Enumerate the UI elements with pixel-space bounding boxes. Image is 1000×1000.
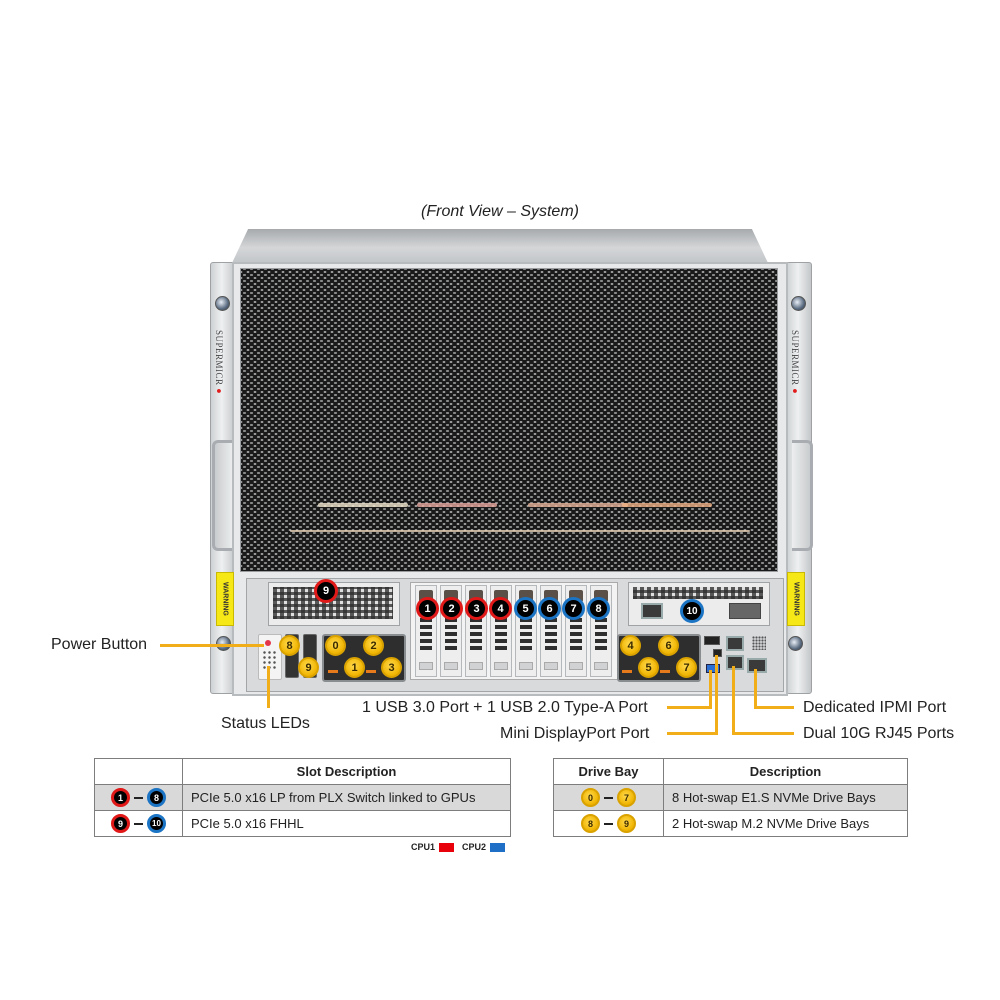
drive-badge: 0 — [581, 788, 600, 807]
slot-badge-4: 4 — [489, 597, 512, 620]
leader-line — [267, 666, 270, 708]
table-row: 8 9 2 Hot-swap M.2 NVMe Drive Bays — [553, 810, 908, 837]
drive-description: 2 Hot-swap M.2 NVMe Drive Bays — [663, 810, 908, 837]
mesh-highlight — [528, 503, 628, 507]
screw-icon — [216, 636, 231, 651]
server-front-view: SUPERMICR● SUPERMICR● WARNING WARNING 9 … — [210, 229, 813, 696]
leader-line — [732, 732, 794, 735]
left-handle[interactable] — [212, 440, 233, 551]
leader-line — [754, 706, 794, 709]
slot-badge: 1 — [111, 788, 130, 807]
slot-badge-8: 8 — [587, 597, 610, 620]
chassis-top-lid — [232, 229, 768, 263]
usb-label: 1 USB 3.0 Port + 1 USB 2.0 Type-A Port — [362, 699, 648, 716]
slot-badge-2: 2 — [440, 597, 463, 620]
table-header: Description — [663, 758, 908, 785]
leader-line — [667, 706, 712, 709]
slot-badge-6: 6 — [538, 597, 561, 620]
mini-displayport-label: Mini DisplayPort Port — [500, 725, 650, 742]
slot-range: 1 8 — [103, 788, 174, 807]
power-button-label: Power Button — [51, 636, 148, 653]
slot-badge-7: 7 — [562, 597, 585, 620]
status-leds-label: Status LEDs — [221, 715, 310, 732]
power-button[interactable] — [265, 640, 271, 646]
ipmi-port[interactable] — [747, 658, 767, 673]
drive-badge-7: 7 — [676, 657, 697, 678]
drive-badge-8: 8 — [279, 635, 300, 656]
screw-icon — [215, 296, 230, 311]
drive-badge-1: 1 — [344, 657, 365, 678]
drive-badge-9: 9 — [298, 657, 319, 678]
drive-activity-led — [328, 670, 338, 673]
pcie-slot-group — [410, 582, 618, 680]
slot-badge-5: 5 — [514, 597, 537, 620]
table-row: 9 10 PCIe 5.0 x16 FHHL — [94, 810, 511, 837]
drive-activity-led — [622, 670, 632, 673]
drive-badge-4: 4 — [620, 635, 641, 656]
ipmi-label: Dedicated IPMI Port — [803, 699, 947, 716]
usb-2-port[interactable] — [704, 636, 720, 645]
slot-badge-1: 1 — [416, 597, 439, 620]
drive-badge-3: 3 — [381, 657, 402, 678]
drive-badge-5: 5 — [638, 657, 659, 678]
slot-badge-10: 10 — [680, 599, 704, 623]
mesh-highlight — [417, 503, 497, 507]
cpu-legend: CPU1 CPU2 — [411, 842, 506, 852]
cpu1-swatch — [439, 842, 455, 852]
screw-icon — [788, 636, 803, 651]
rj45-10g-port-2[interactable] — [726, 655, 744, 670]
brand-logo-right: SUPERMICR● — [790, 330, 800, 397]
slot-badge: 8 — [147, 788, 166, 807]
leader-line — [709, 670, 712, 708]
drive-badge: 9 — [617, 814, 636, 833]
status-leds — [262, 650, 276, 670]
rj45-10g-port-1[interactable] — [726, 636, 744, 651]
leader-line — [715, 655, 718, 734]
drive-range: 0 7 — [562, 788, 655, 807]
right-handle[interactable] — [792, 440, 813, 551]
drive-description: 8 Hot-swap E1.S NVMe Drive Bays — [663, 784, 908, 811]
drive-badge-2: 2 — [363, 635, 384, 656]
leader-line — [754, 669, 757, 708]
mesh-highlight — [318, 503, 408, 507]
slot-badge: 9 — [111, 814, 130, 833]
vent-grid — [752, 636, 766, 650]
drive-badge-0: 0 — [325, 635, 346, 656]
leader-line — [160, 644, 264, 647]
drive-badge-6: 6 — [658, 635, 679, 656]
table-row: 1 8 PCIe 5.0 x16 LP from PLX Switch link… — [94, 784, 511, 811]
drive-badge: 7 — [617, 788, 636, 807]
legend-label: CPU2 — [462, 842, 487, 852]
table-header — [94, 758, 183, 785]
drive-range: 8 9 — [562, 814, 655, 833]
front-mesh-grille — [240, 268, 778, 572]
slot-description-table: Slot Description 1 8 PCIe 5.0 x16 LP fro… — [94, 758, 511, 837]
leader-line — [732, 666, 735, 734]
drive-badge: 8 — [581, 814, 600, 833]
leader-line — [667, 732, 718, 735]
slot-description: PCIe 5.0 x16 FHHL — [182, 810, 511, 837]
usb-3-port[interactable] — [706, 664, 720, 673]
table-header: Drive Bay — [553, 758, 664, 785]
slot-description: PCIe 5.0 x16 LP from PLX Switch linked t… — [182, 784, 511, 811]
cpu2-swatch — [490, 842, 506, 852]
drive-activity-led — [660, 670, 670, 673]
drive-bay-table: Drive Bay Description 0 7 8 Hot-swap E1.… — [553, 758, 908, 837]
table-header: Slot Description — [182, 758, 511, 785]
drive-activity-led — [366, 670, 376, 673]
slot-badge-3: 3 — [465, 597, 488, 620]
mesh-highlight — [290, 530, 750, 532]
warning-label-left: WARNING — [216, 572, 234, 626]
mesh-highlight — [622, 503, 712, 507]
slot-range: 9 10 — [103, 814, 174, 833]
rj45-label: Dual 10G RJ45 Ports — [803, 725, 955, 742]
warning-label-right: WARNING — [787, 572, 805, 626]
screw-icon — [791, 296, 806, 311]
legend-label: CPU1 — [411, 842, 436, 852]
slot-badge-9: 9 — [314, 579, 338, 603]
table-row: 0 7 8 Hot-swap E1.S NVMe Drive Bays — [553, 784, 908, 811]
brand-logo-left: SUPERMICR● — [214, 330, 224, 397]
slot-badge: 10 — [147, 814, 166, 833]
page-title: (Front View – System) — [421, 203, 579, 220]
